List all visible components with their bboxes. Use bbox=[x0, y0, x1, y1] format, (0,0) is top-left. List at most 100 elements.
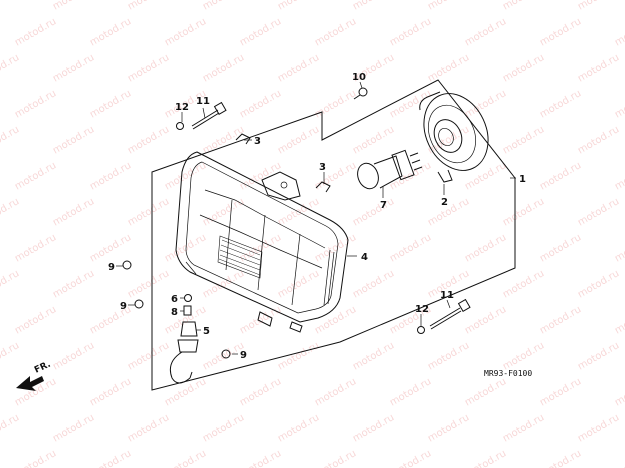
watermark-text: motod.ru bbox=[463, 88, 508, 120]
watermark-text: motod.ru bbox=[388, 232, 433, 264]
watermark-text: motod.ru bbox=[276, 0, 321, 13]
watermark-text: motod.ru bbox=[126, 196, 171, 228]
watermark-text: motod.ru bbox=[201, 412, 246, 444]
watermark-text: motod.ru bbox=[0, 52, 21, 84]
callout-10: 10 bbox=[352, 72, 366, 83]
watermark-text: motod.ru bbox=[613, 376, 625, 408]
watermark-text: motod.ru bbox=[51, 340, 96, 372]
grommet-9-a bbox=[122, 260, 132, 270]
watermark-text: motod.ru bbox=[501, 196, 546, 228]
watermark-text: motod.ru bbox=[201, 0, 246, 13]
callout-4: 4 bbox=[361, 252, 368, 263]
watermark-text: motod.ru bbox=[201, 52, 246, 84]
watermark-text: motod.ru bbox=[313, 376, 358, 408]
callout-2: 2 bbox=[441, 197, 448, 208]
watermark-text: motod.ru bbox=[501, 0, 546, 13]
watermark-text: motod.ru bbox=[501, 52, 546, 84]
watermark-text: motod.ru bbox=[276, 124, 321, 156]
part-8-bulb bbox=[183, 305, 192, 316]
watermark-text: motod.ru bbox=[463, 376, 508, 408]
callout-12-lower: 12 bbox=[415, 304, 429, 315]
watermark-text: motod.ru bbox=[126, 268, 171, 300]
watermark-text: motod.ru bbox=[576, 0, 621, 13]
watermark-text: motod.ru bbox=[388, 88, 433, 120]
callout-12-upper: 12 bbox=[175, 102, 189, 113]
watermark-text: motod.ru bbox=[126, 124, 171, 156]
watermark-text: motod.ru bbox=[351, 412, 396, 444]
leader-lines bbox=[116, 81, 516, 355]
callout-11-upper: 11 bbox=[196, 96, 210, 107]
watermark-text: motod.ru bbox=[426, 196, 471, 228]
grommet-9-c bbox=[221, 349, 231, 359]
watermark-text: motod.ru bbox=[0, 412, 21, 444]
watermark-text: motod.ru bbox=[88, 88, 133, 120]
watermark-text: motod.ru bbox=[276, 268, 321, 300]
watermark-text: motod.ru bbox=[613, 16, 625, 48]
watermark-text: motod.ru bbox=[276, 52, 321, 84]
bolt-11-lower bbox=[417, 298, 471, 334]
watermark-text: motod.ru bbox=[126, 340, 171, 372]
callout-5: 5 bbox=[203, 326, 210, 337]
watermark-text: motod.ru bbox=[538, 232, 583, 264]
watermark-text: motod.ru bbox=[88, 232, 133, 264]
watermark-text: motod.ru bbox=[463, 232, 508, 264]
watermark-text: motod.ru bbox=[426, 52, 471, 84]
part-6-socket bbox=[184, 294, 192, 302]
watermark-text: motod.ru bbox=[351, 340, 396, 372]
watermark-text: motod.ru bbox=[576, 340, 621, 372]
watermark-text: motod.ru bbox=[576, 412, 621, 444]
watermark-text: motod.ru bbox=[613, 232, 625, 264]
headlight-bulb bbox=[357, 149, 423, 190]
watermark-text: motod.ru bbox=[538, 448, 583, 468]
watermark-text: motod.ru bbox=[576, 124, 621, 156]
screw-10 bbox=[353, 87, 368, 100]
watermark-text: motod.ru bbox=[88, 160, 133, 192]
watermark-text: motod.ru bbox=[238, 376, 283, 408]
watermark-text: motod.ru bbox=[501, 268, 546, 300]
lens-hatch bbox=[217, 235, 263, 279]
watermark-text: motod.ru bbox=[13, 232, 58, 264]
watermark-text: motod.ru bbox=[313, 16, 358, 48]
watermark-text: motod.ru bbox=[351, 124, 396, 156]
watermark-text: motod.ru bbox=[576, 196, 621, 228]
watermark-text: motod.ru bbox=[163, 16, 208, 48]
watermark-text: motod.ru bbox=[463, 448, 508, 468]
watermark-text: motod.ru bbox=[238, 88, 283, 120]
watermark-text: motod.ru bbox=[538, 16, 583, 48]
watermark-text: motod.ru bbox=[313, 304, 358, 336]
watermark-text: motod.ru bbox=[238, 304, 283, 336]
clip-lower bbox=[315, 181, 331, 193]
watermark-text: motod.ru bbox=[126, 0, 171, 13]
callout-9-c: 9 bbox=[240, 350, 247, 361]
watermark-text: motod.ru bbox=[538, 88, 583, 120]
watermark-text: motod.ru bbox=[201, 268, 246, 300]
watermark-text: motod.ru bbox=[13, 88, 58, 120]
watermark-text: motod.ru bbox=[613, 88, 625, 120]
watermark-text: motod.ru bbox=[51, 268, 96, 300]
callout-9-a: 9 bbox=[108, 262, 115, 273]
watermark-text: motod.ru bbox=[13, 160, 58, 192]
watermark-text: motod.ru bbox=[613, 160, 625, 192]
watermark-text: motod.ru bbox=[0, 196, 21, 228]
callout-8: 8 bbox=[171, 307, 178, 318]
watermark-text: motod.ru bbox=[13, 16, 58, 48]
watermark-text: motod.ru bbox=[163, 160, 208, 192]
diagram-code: MR93-F0100 bbox=[484, 369, 532, 378]
watermark-text: motod.ru bbox=[388, 448, 433, 468]
watermark-text: motod.ru bbox=[538, 376, 583, 408]
watermark-text: motod.ru bbox=[88, 376, 133, 408]
callout-11-lower: 11 bbox=[440, 290, 454, 301]
grommet-9-b bbox=[134, 299, 144, 309]
watermark-text: motod.ru bbox=[613, 304, 625, 336]
watermark-text: motod.ru bbox=[426, 340, 471, 372]
part-5-holder bbox=[180, 321, 198, 337]
watermark-text: motod.ru bbox=[0, 268, 21, 300]
watermark-text: motod.ru bbox=[613, 448, 625, 468]
callout-3-lower: 3 bbox=[319, 162, 326, 173]
clip-upper bbox=[235, 133, 251, 145]
watermark-text: motod.ru bbox=[88, 16, 133, 48]
watermark-text: motod.ru bbox=[51, 52, 96, 84]
